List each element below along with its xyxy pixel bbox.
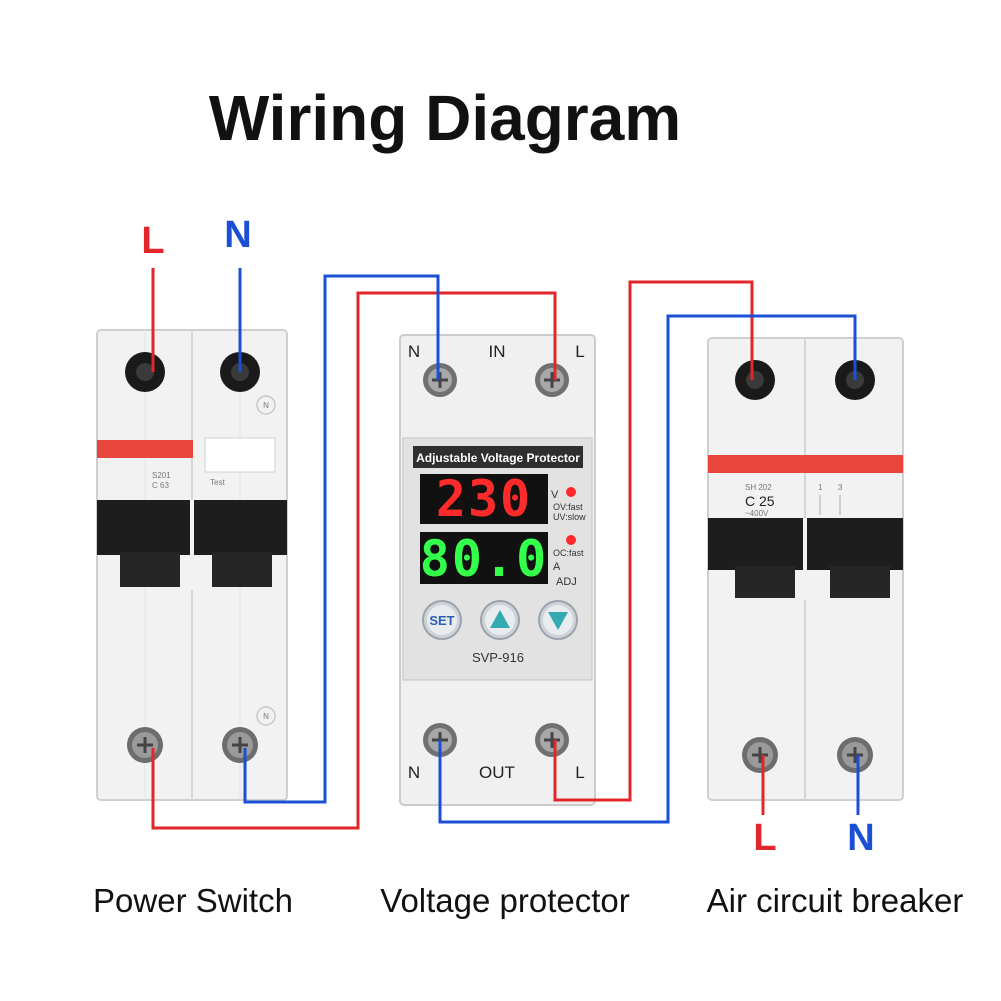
output-live-label: L [753,817,776,859]
voltage-note-ov: OV:fast [553,502,583,512]
wire-switch-to-protector-neutral [243,274,440,804]
air-breaker-pole-1: 1 [818,483,823,492]
wire-switch-to-protector-live [151,291,557,830]
power-switch-toggle-left[interactable] [120,552,180,587]
voltage-protector-title-bar [413,446,583,468]
power-switch: Test S201 C 63 N N [96,329,288,801]
air-breaker-model: SH 202 [745,483,772,492]
up-arrow-icon [490,610,510,628]
power-switch-model: S201 [152,471,171,480]
current-display-value: 80.0 [420,530,548,588]
voltage-protector-panel-title: Adjustable Voltage Protector [416,451,580,465]
power-switch-test-label-box [204,437,276,473]
power-switch-pole-mark-top: N [263,401,269,410]
power-switch-rating: C 63 [152,481,169,490]
diagram-title: Wiring Diagram [209,82,681,154]
down-arrow-icon [548,612,568,630]
air-breaker-toggle-left[interactable] [735,566,795,598]
input-neutral-label: N [224,214,251,256]
air-breaker-red-band [708,455,903,473]
adj-label: ADJ [556,576,577,588]
power-switch-pole-mark-bottom: N [263,712,269,721]
voltage-protector-caption: Voltage protector [380,882,630,919]
voltage-protector-model: SVP-916 [472,650,524,665]
power-switch-red-band [97,440,193,458]
power-switch-toggle-right[interactable] [212,552,272,587]
protector-in-label: IN [489,342,506,361]
protector-out-n-label: N [408,763,420,782]
wire-protector-to-breaker-neutral [438,314,857,824]
current-unit-label: A [553,561,561,573]
air-breaker-rating: C 25 [745,493,775,509]
wire-protector-to-breaker-live [553,280,754,802]
air-breaker-pole-3: 3 [838,483,843,492]
voltage-display-screen [420,474,548,524]
air-breaker-caption: Air circuit breaker [707,882,964,919]
power-switch-caption: Power Switch [93,882,293,919]
input-live-label: L [141,220,164,262]
power-switch-test-label: Test [210,478,225,487]
wires [151,268,860,830]
protector-in-l-label: L [575,342,584,361]
air-breaker-voltage: ~400V [745,509,769,518]
voltage-protector: Adjustable Voltage Protector 230 V OV:fa… [399,334,596,806]
current-note-oc: OC:fast [553,548,584,558]
down-button[interactable] [538,600,578,640]
air-circuit-breaker: SH 202 C 25 ~400V 1 3 [707,337,904,801]
output-neutral-label: N [847,817,874,859]
voltage-note-uv: UV:slow [553,512,586,522]
current-indicator-led [566,535,576,545]
voltage-indicator-led [566,487,576,497]
voltage-unit-label: V [551,489,559,501]
protector-out-label: OUT [479,763,515,782]
protector-out-l-label: L [575,763,584,782]
air-breaker-toggle-right[interactable] [830,566,890,598]
set-button[interactable]: SET [422,600,462,640]
protector-in-n-label: N [408,342,420,361]
voltage-display-value: 230 [436,470,532,528]
up-button[interactable] [480,600,520,640]
set-button-label: SET [429,613,454,628]
current-display-screen [420,532,548,584]
